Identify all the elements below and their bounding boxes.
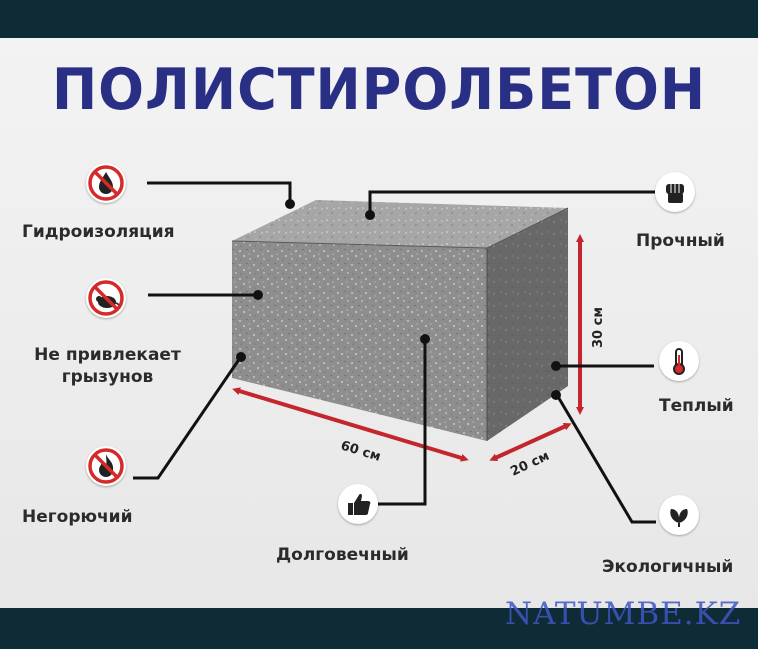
durable-dot [420,334,430,344]
feature-hydro-label: Гидроизоляция [22,222,175,242]
width-label: 20 см [508,449,551,480]
fist-icon [655,172,695,212]
top-frame-bar [0,0,758,38]
infographic-panel: ПОЛИСТИРОЛБЕТОН [0,38,758,608]
bottom-frame-bar [0,608,758,649]
no-water-drop-icon [86,163,126,203]
no-fire-icon [86,446,126,486]
feature-durable-label: Долговечный [276,545,409,565]
strong-dot [365,210,375,220]
width-arrow [489,423,572,461]
thermometer-icon [659,341,699,381]
feature-warm-label: Теплый [659,396,734,416]
length-label: 60 см [339,438,383,464]
feature-eco-label: Экологичный [602,557,734,577]
block-front-face [232,241,487,441]
thumbs-up-icon [338,484,378,524]
feature-rodents-line2: грызунов [61,367,154,387]
no-rodent-icon [86,278,126,318]
height-label: 30 см [591,307,606,348]
durable-callout [378,340,427,506]
strong-callout [368,190,655,213]
leaf-icon [659,495,699,535]
feature-rodents-line1: Не привлекает [34,345,181,365]
block-diagram: 60 см 20 см 30 см [133,181,656,524]
fire-dot [236,352,246,362]
length-arrow [232,387,469,462]
eco-dot [551,390,561,400]
watermark-text: NATUMBE.KZ [505,596,742,632]
rodents-dot [253,290,263,300]
feature-fire-label: Негорючий [22,507,133,527]
feature-rodents-label: Не привлекает грызунов [20,344,195,388]
hydro-dot [285,199,295,209]
feature-strong-label: Прочный [636,231,725,251]
hydro-callout [147,181,292,201]
warm-dot [551,361,561,371]
block-top-face [232,200,568,248]
page-title: ПОЛИСТИРОЛБЕТОН [51,56,707,123]
block-side-face [487,208,568,441]
fire-callout [133,357,242,480]
eco-callout [555,394,656,524]
